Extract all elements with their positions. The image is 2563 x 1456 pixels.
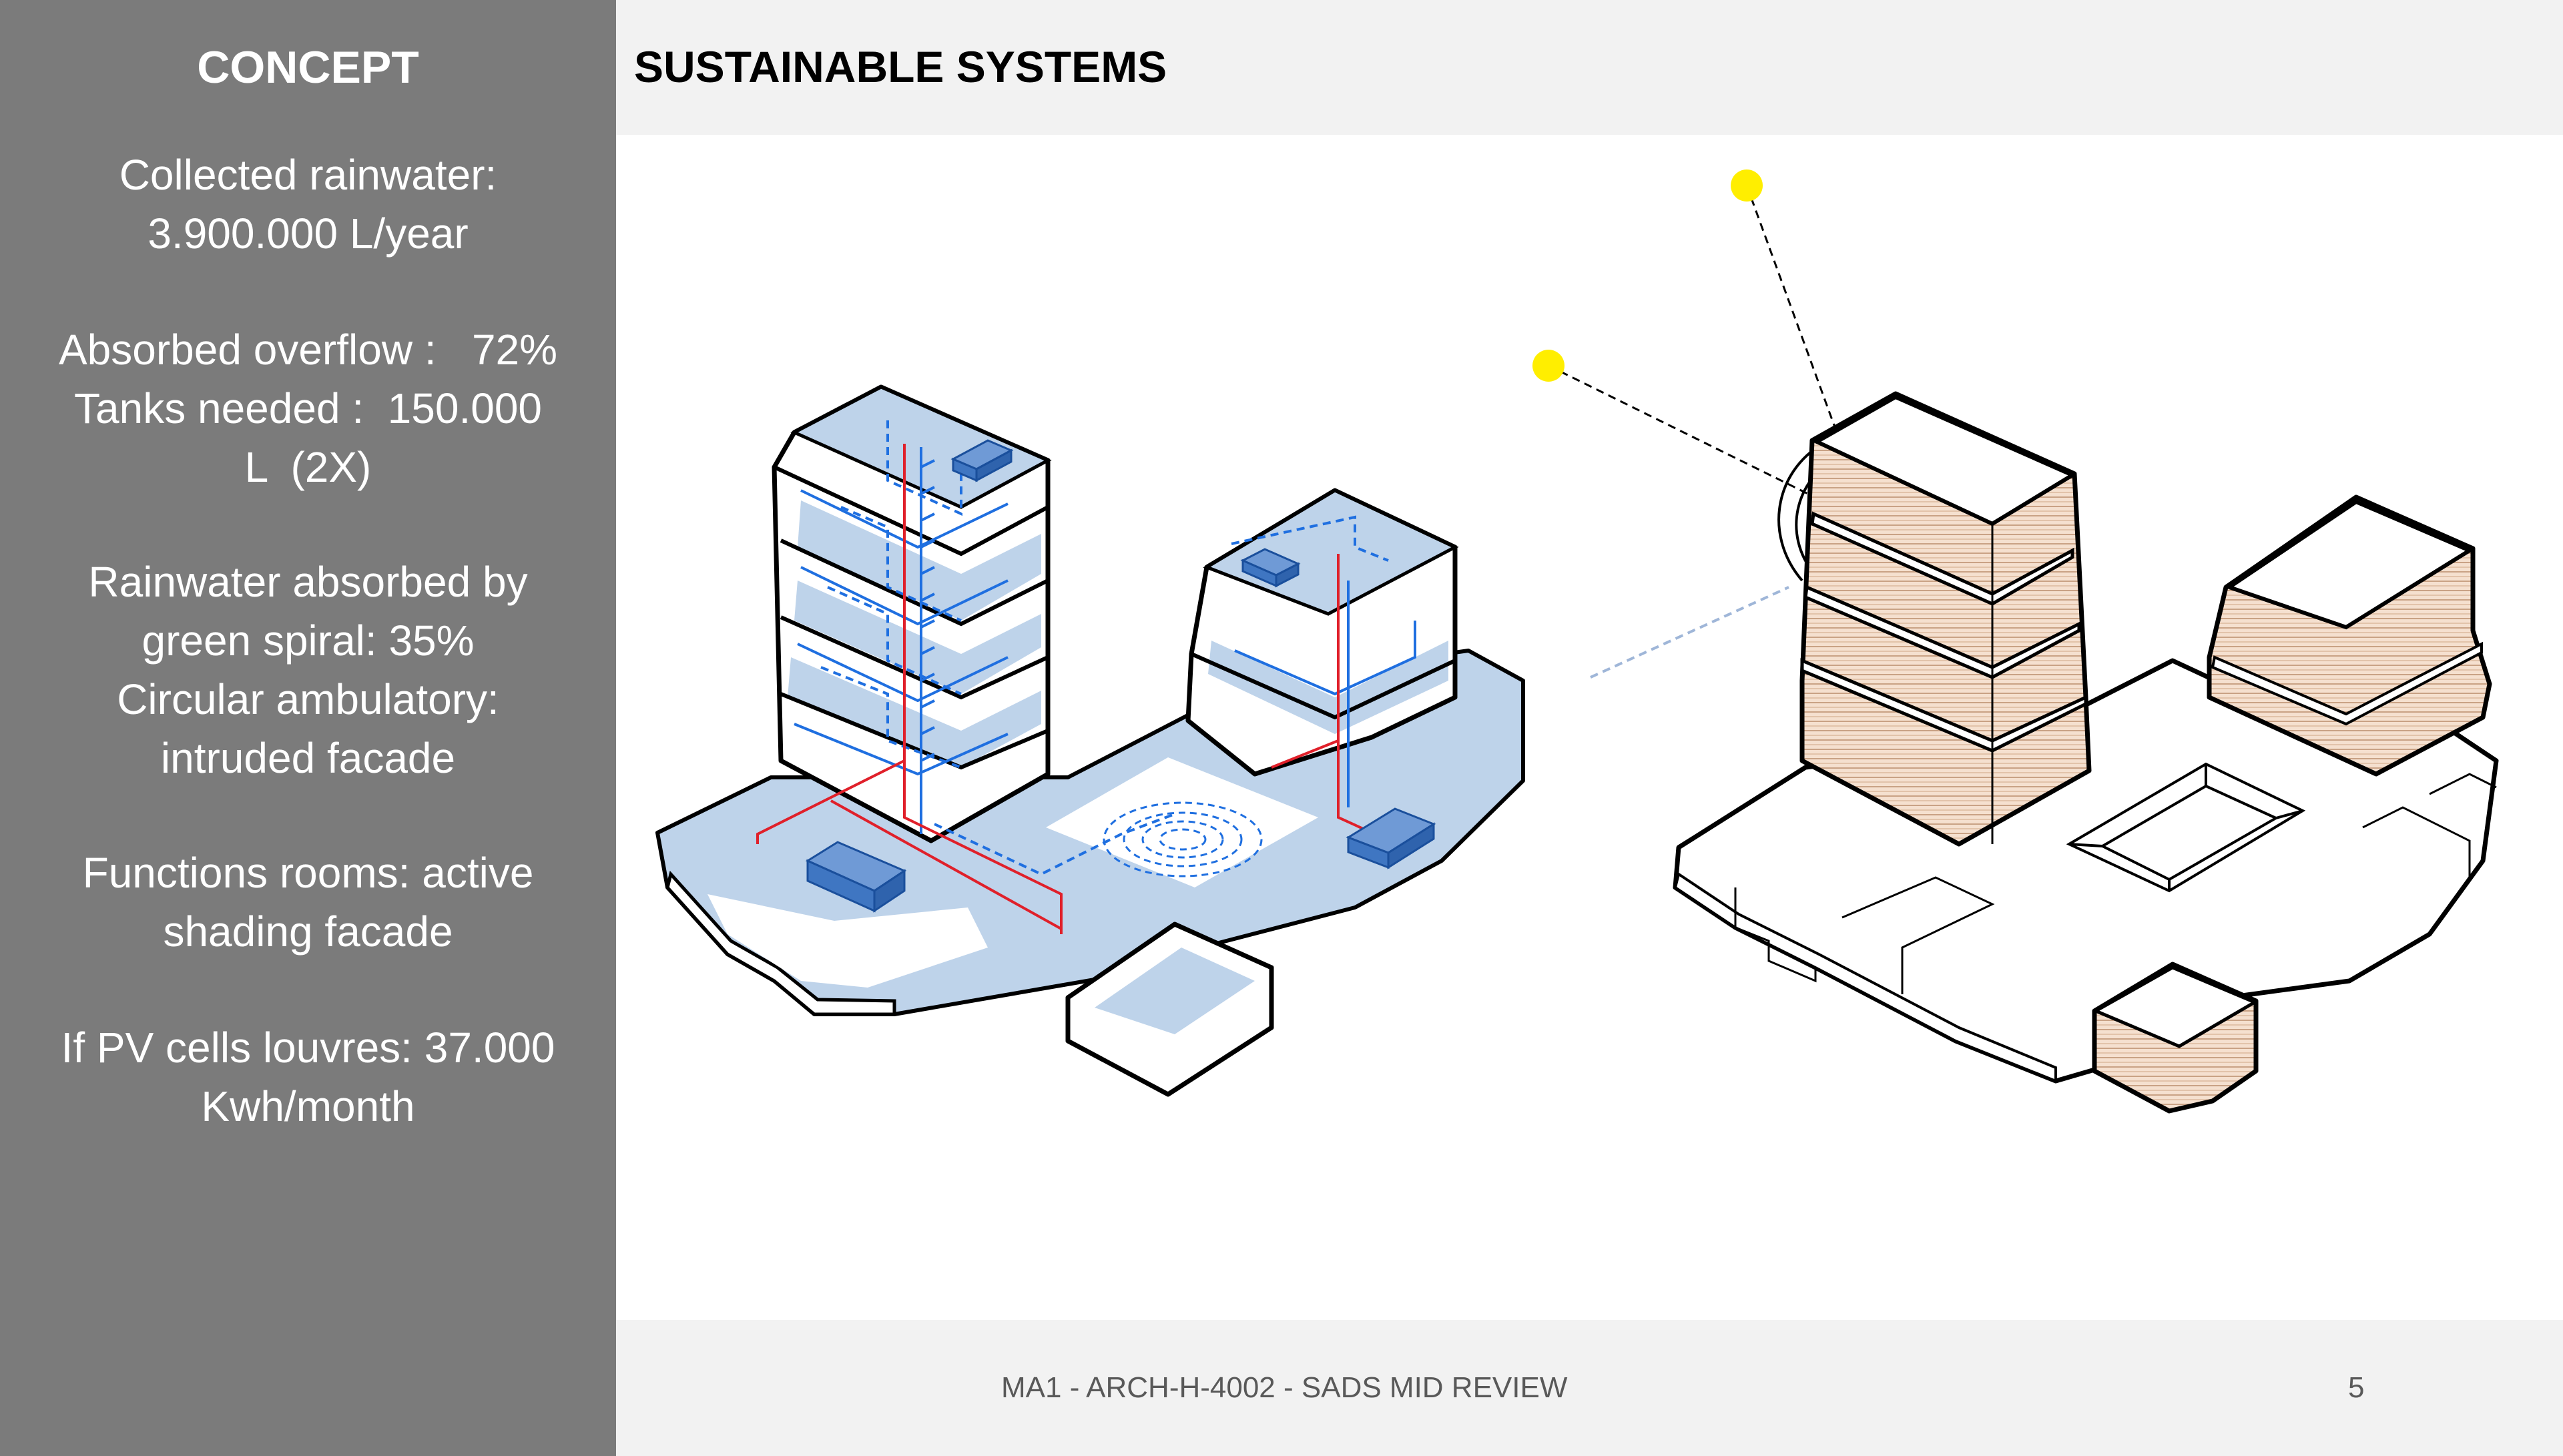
functions-block: Functions rooms: active shading facade [0, 843, 616, 961]
spiral-line-4: intruded facade [160, 734, 456, 782]
tank-left [805, 841, 907, 913]
connector-dashed-line [1590, 586, 1789, 679]
left-tower-pipes [794, 420, 1175, 876]
louvred-tower [1799, 391, 2092, 847]
louvred-block-right [2207, 494, 2492, 777]
tank-right-tower [1240, 548, 1301, 588]
pv-block: If PV cells louvres: 37.000 Kwh/month [0, 1018, 616, 1136]
rainwater-line-1: Collected rainwater: [119, 151, 497, 199]
shading-courtyard [2066, 762, 2306, 893]
sustainable-systems-diagram [655, 169, 2499, 1114]
functions-line-1: Functions rooms: active [82, 849, 534, 897]
front-block-roof [1095, 948, 1255, 1034]
page-title: SUSTAINABLE SYSTEMS [634, 42, 1167, 91]
ambulatory-ring [1103, 801, 1263, 877]
pv-line-2: Kwh/month [201, 1082, 415, 1130]
pv-line-1: If PV cells louvres: 37.000 [61, 1024, 555, 1072]
footer-bar [616, 1320, 2563, 1456]
footer-text: MA1 - ARCH-H-4002 - SADS MID REVIEW [1001, 1371, 1568, 1404]
overflow-line-1: Absorbed overflow : 72% [58, 326, 558, 374]
overflow-line-2: Tanks needed : 150.000 [74, 384, 542, 432]
rainwater-block: Collected rainwater: 3.900.000 L/year [0, 145, 616, 263]
rainwater-line-2: 3.900.000 L/year [148, 210, 469, 258]
ground-red-pipe [756, 758, 1063, 934]
shading-podium-side [1673, 871, 2057, 1083]
header-bar [616, 0, 2563, 135]
sidebar-title: CONCEPT [197, 42, 419, 93]
sidebar: CONCEPT Collected rainwater: 3.900.000 L… [0, 0, 616, 1456]
overflow-line-3: L (2X) [244, 443, 372, 491]
sun-icon-low [1532, 350, 1564, 382]
spiral-line-3: Circular ambulatory: [117, 675, 499, 723]
louvred-block-front [2092, 962, 2259, 1114]
tank-tower-roof [950, 439, 1014, 482]
stepped-edges [1734, 773, 2497, 994]
podium-side [665, 870, 896, 1016]
shading-axonometric [1532, 169, 2499, 1114]
spiral-line-2: green spiral: 35% [141, 617, 475, 665]
tank-right [1346, 807, 1436, 869]
functions-line-2: shading facade [163, 907, 453, 956]
floor-cutout-1 [707, 894, 988, 988]
overflow-block: Absorbed overflow : 72% Tanks needed : 1… [0, 320, 616, 496]
water-system-axonometric [655, 384, 1525, 1097]
sun-ray-low [1548, 364, 1876, 528]
left-tower-downpipe-ticks [920, 459, 935, 762]
page-number: 5 [2348, 1371, 2365, 1404]
green-spiral-block: Rainwater absorbed by green spiral: 35% … [0, 553, 616, 787]
spiral-line-1: Rainwater absorbed by [88, 558, 528, 606]
sun-icon-high [1731, 169, 1763, 202]
ground-red-pipe-2 [830, 799, 1062, 930]
